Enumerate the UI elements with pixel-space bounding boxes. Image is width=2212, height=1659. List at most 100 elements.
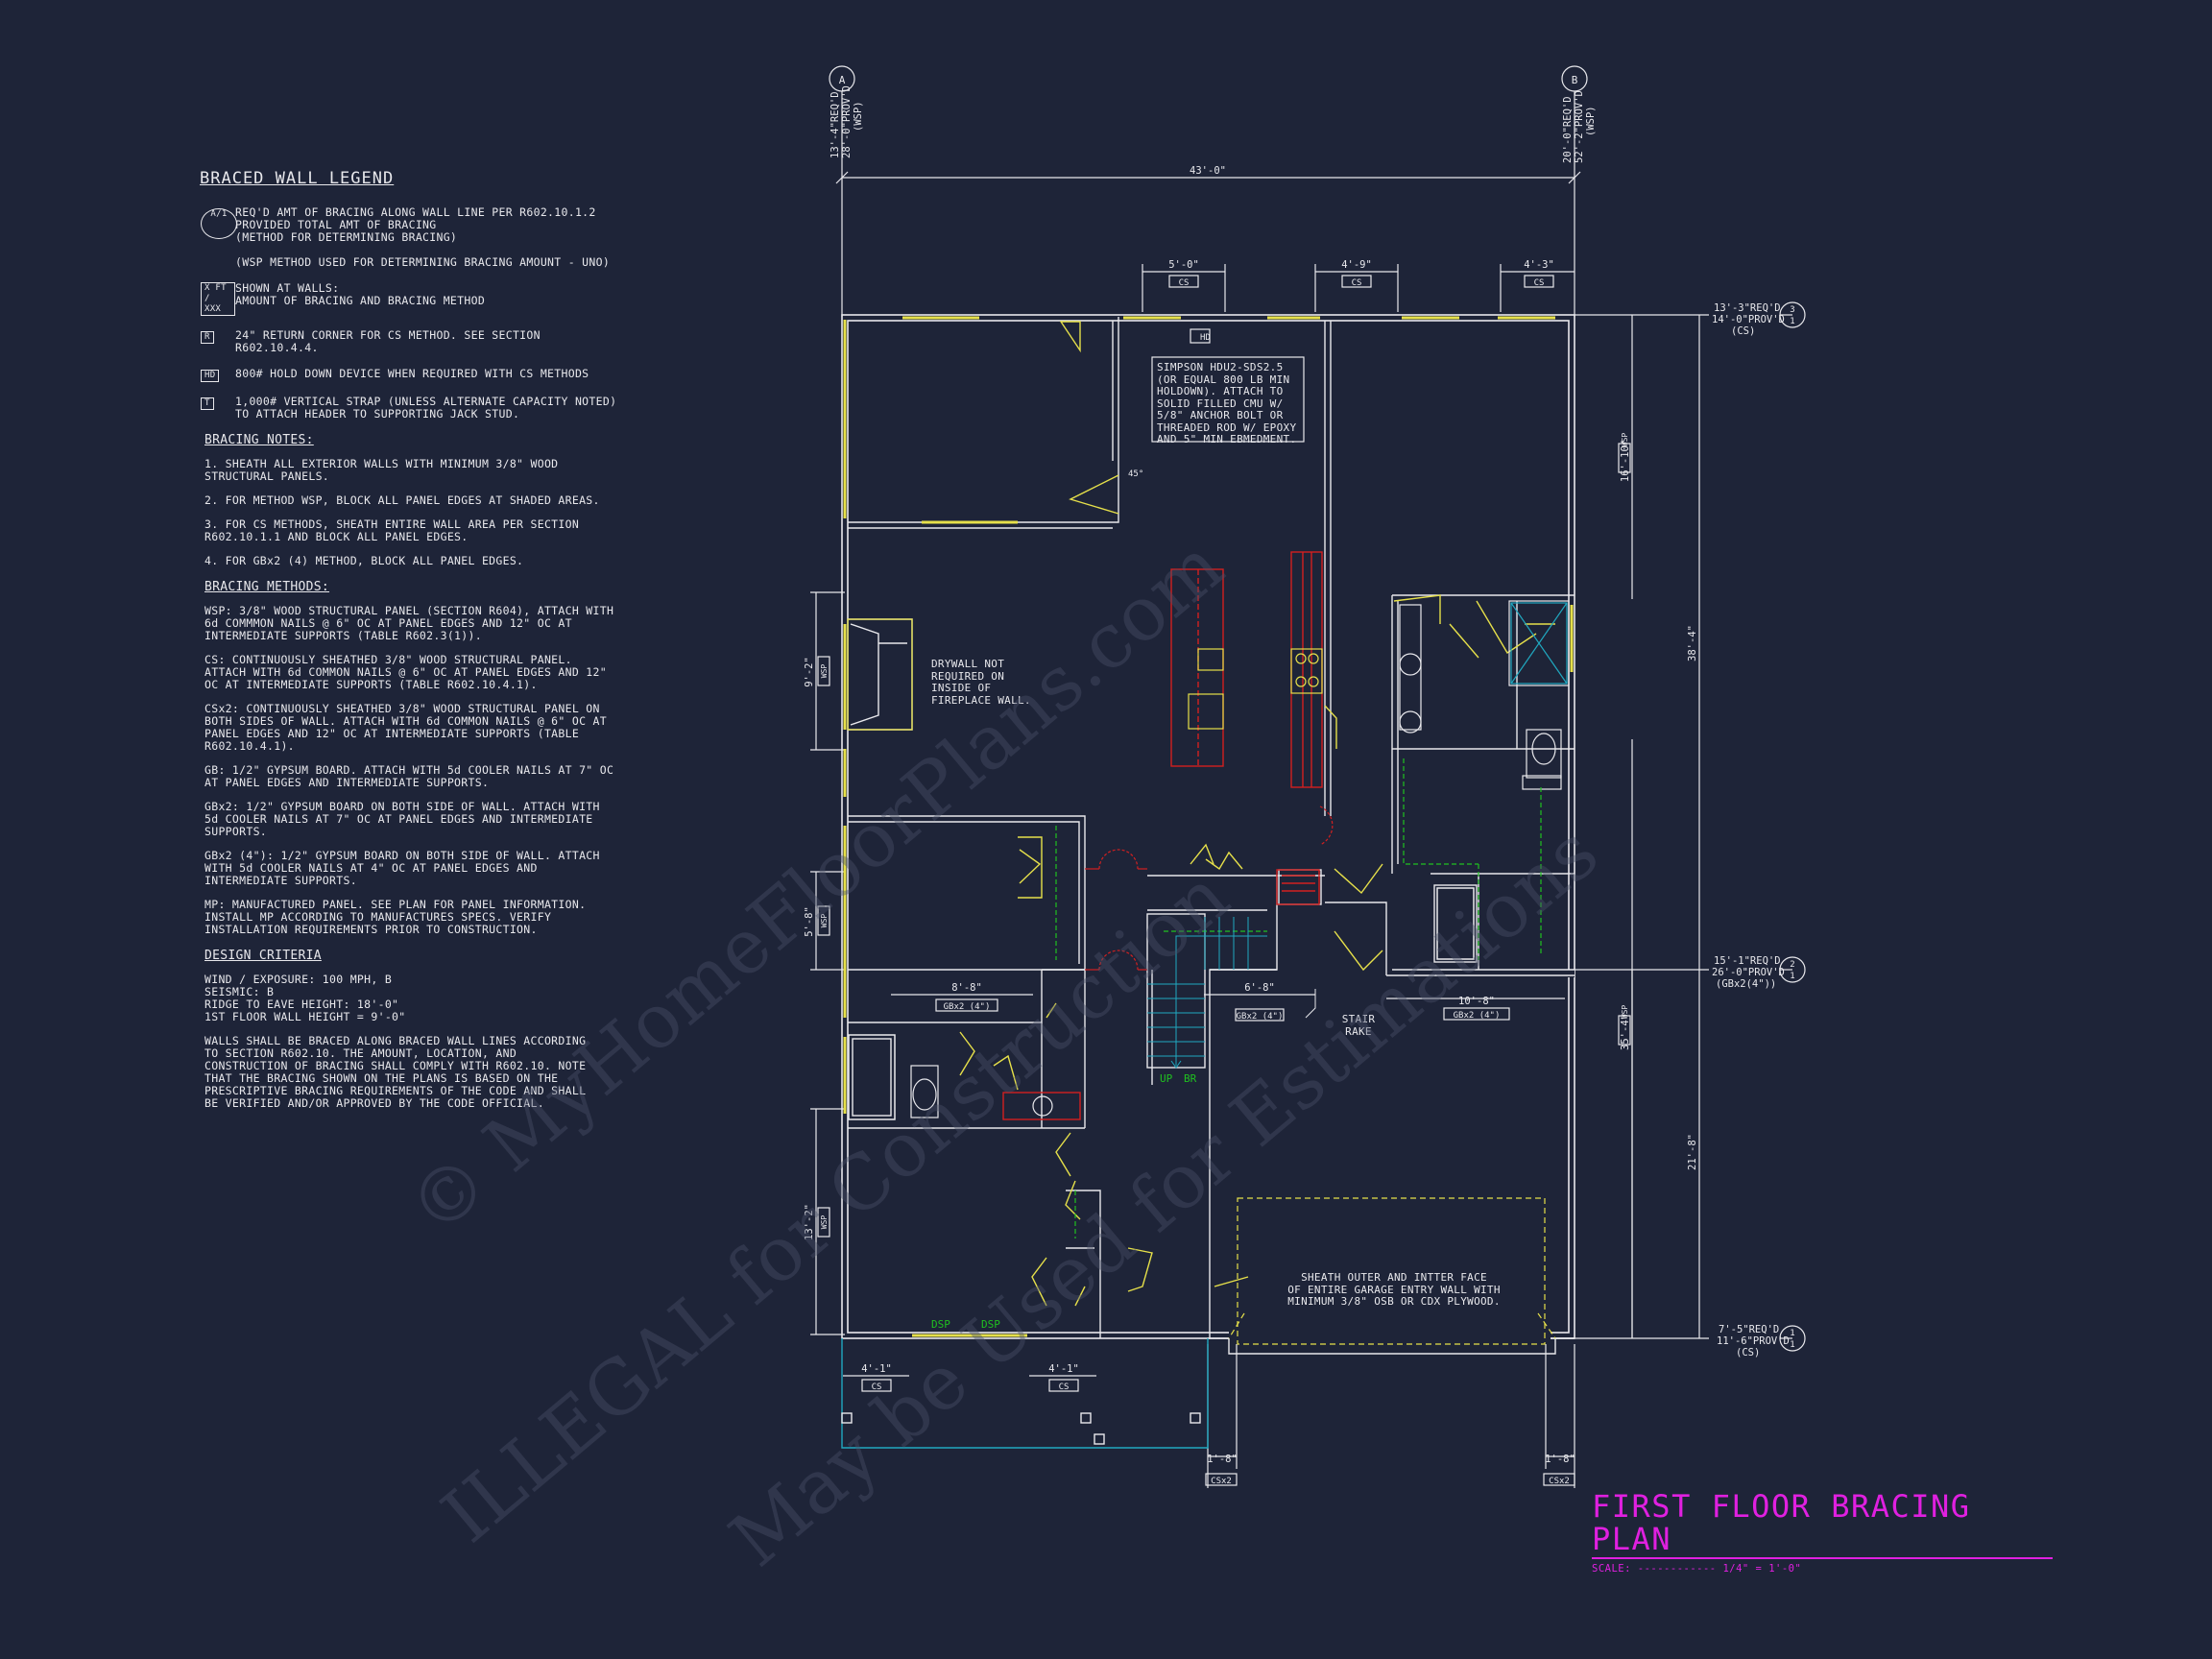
right-mid-method: WSP: [1621, 1005, 1629, 1020]
bracing-note: 4. FOR GBx2 (4) METHOD, BLOCK ALL PANEL …: [204, 554, 524, 567]
holdown-note: SIMPSON HDU2-SDS2.5 (OR EQUAL 800 LB MIN…: [1157, 361, 1297, 445]
grid-a-prov: 28'-0"PROV'D: [841, 85, 853, 158]
bracing-method: GBx2: 1/2" GYPSUM BOARD ON BOTH SIDE OF …: [204, 800, 600, 838]
right-mid-dim: 35'-4": [1620, 1014, 1631, 1050]
legend-hd-symbol: HD: [201, 370, 220, 382]
legend-item-strap: T 1,000# VERTICAL STRAP (UNLESS ALTERNAT…: [201, 396, 629, 421]
right-top-method: WSP: [1621, 433, 1629, 447]
grid-2-method: (GBx2(4")): [1716, 978, 1776, 990]
dim-tag-box: [817, 1207, 830, 1238]
grid-a-req: 13'-4"REQ'D: [830, 91, 841, 158]
legend-symbol: HD: [201, 368, 235, 382]
interior-dim-1: 8'-8": [951, 982, 982, 994]
bracing-method: GBx2 (4"): 1/2" GYPSUM BOARD ON BOTH SID…: [204, 849, 600, 887]
grid-b-method: (WSP): [1585, 106, 1597, 136]
top-dim-2: 4'-9": [1341, 259, 1372, 271]
grid-2-label: 2: [1790, 960, 1794, 970]
dim-tag-box: [1341, 275, 1372, 288]
stair-br-label: BR: [1184, 1072, 1197, 1085]
opening-ticks: [1085, 868, 1147, 971]
left-dim-1-method: WSP: [820, 664, 829, 679]
dim-tag-box: [1048, 1379, 1079, 1392]
top-dim-1: 5'-0": [1168, 259, 1199, 271]
angle-label: 45°: [1128, 469, 1143, 479]
grid-a-method: (WSP): [853, 101, 864, 132]
legend-r-symbol: R: [201, 331, 214, 344]
bracing-panels: [843, 316, 1574, 1337]
bracing-method: MP: MANUFACTURED PANEL. SEE PLAN FOR PAN…: [204, 898, 587, 936]
dim-tag-box: [1618, 1015, 1631, 1046]
left-dim-1: 9'-2": [804, 657, 815, 687]
right-overall-dim: 38'-4": [1687, 625, 1698, 661]
dsp-label-1: DSP: [931, 1318, 950, 1331]
stair-up-label: UP: [1160, 1072, 1173, 1085]
dim-tag-box: [1443, 1007, 1510, 1021]
scale-value: 1/4" = 1'-0": [1722, 1563, 1802, 1575]
garage-return-1-method: CSx2: [1211, 1477, 1232, 1486]
bracing-method: GB: 1/2" GYPSUM BOARD. ATTACH WITH 5d CO…: [204, 763, 614, 789]
legend-item-return: R 24" RETURN CORNER FOR CS METHOD. SEE S…: [201, 329, 629, 354]
dim-tag-box: [861, 1379, 892, 1392]
legend-item-wall-line: A/1 REQ'D AMT OF BRACING ALONG WALL LINE…: [201, 206, 629, 269]
stair-treads: [1147, 917, 1267, 1069]
bracing-note: 1. SHEATH ALL EXTERIOR WALLS WITH MINIMU…: [204, 457, 559, 483]
bracing-method: WSP: 3/8" WOOD STRUCTURAL PANEL (SECTION…: [204, 604, 614, 642]
grid-a-label: A: [839, 74, 846, 86]
fireplace-outline: [847, 618, 913, 731]
hd-tag: HD: [1200, 333, 1211, 343]
grid-2-req: 15'-1"REQ'D: [1714, 955, 1781, 967]
garage-note: SHEATH OUTER AND INTTER FACE OF ENTIRE G…: [1287, 1271, 1501, 1308]
garage-return-2-method: CSx2: [1549, 1477, 1570, 1486]
legend-circle-symbol: A/1: [201, 208, 237, 239]
grid-2-prov: 26'-0"PROV'D: [1712, 967, 1785, 978]
design-criteria-note: WALLS SHALL BE BRACED ALONG BRACED WALL …: [204, 1034, 587, 1110]
legend-t-symbol: T: [201, 397, 214, 410]
garage-sheathing-outline: [1228, 1197, 1556, 1345]
interior-dim-3-method: GBx2 (4"): [1454, 1011, 1501, 1021]
legend-item-holddown: HD 800# HOLD DOWN DEVICE WHEN REQUIRED W…: [201, 368, 629, 382]
right-lower-dim: 21'-8": [1687, 1134, 1698, 1170]
dim-tag-box: [1235, 1008, 1285, 1022]
legend-item-amount: X FT / XXX SHOWN AT WALLS: AMOUNT OF BRA…: [201, 282, 629, 316]
kitchen-cabinets: [1002, 551, 1323, 1120]
legend-text: 24" RETURN CORNER FOR CS METHOD. SEE SEC…: [235, 328, 541, 354]
drawing-title-block: FIRST FLOOR BRACING PLAN SCALE: --------…: [1592, 1490, 2053, 1575]
left-dim-3-method: WSP: [820, 1215, 829, 1230]
garage-return-1: 1'-8": [1207, 1454, 1238, 1465]
bottom-dim-2: 4'-1": [1048, 1363, 1079, 1375]
dim-tag-box: [1168, 275, 1199, 288]
interior-dim-2-method: GBx2 (4"): [1237, 1012, 1284, 1022]
design-criteria-line: SEISMIC: B: [204, 985, 275, 998]
legend-xxx-symbol: X FT / XXX: [201, 282, 235, 316]
legend-symbol: A/1: [201, 206, 237, 269]
braced-wall-legend: BRACED WALL LEGEND A/1 REQ'D AMT OF BRAC…: [197, 171, 629, 1121]
door-swings: [959, 321, 1555, 1307]
grid-2-sub: 1: [1790, 972, 1794, 981]
bracing-method: CS: CONTINUOUSLY SHEATHED 3/8" WOOD STRU…: [204, 653, 607, 691]
legend-symbol: R: [201, 329, 235, 354]
drawing-title: FIRST FLOOR BRACING PLAN: [1592, 1488, 1971, 1557]
bracing-note: 3. FOR CS METHODS, SHEATH ENTIRE WALL AR…: [204, 517, 580, 543]
scale-label: SCALE:: [1592, 1563, 1631, 1575]
legend-text: 1,000# VERTICAL STRAP (UNLESS ALTERNATE …: [235, 395, 617, 421]
grid-1-prov: 11'-6"PROV'D: [1717, 1335, 1790, 1347]
grid-b-label: B: [1572, 74, 1578, 86]
bracing-note: 2. FOR METHOD WSP, BLOCK ALL PANEL EDGES…: [204, 493, 600, 507]
drawing-scale: SCALE: ------------ 1/4" = 1'-0": [1592, 1563, 2053, 1575]
plan-annotations: A B 13'-4"REQ'D 28'-0"PROV'D (WSP) 20'-0…: [804, 74, 1795, 1486]
exterior-walls: [841, 314, 1575, 1339]
fireplace-note: DRYWALL NOT REQUIRED ON INSIDE OF FIREPL…: [931, 658, 1031, 707]
left-dim-2-method: WSP: [820, 914, 829, 928]
top-dim-3-method: CS: [1534, 278, 1545, 288]
interior-dim-2: 6'-8": [1244, 982, 1275, 994]
grid-3-prov: 14'-0"PROV'D: [1712, 314, 1785, 325]
legend-text: 800# HOLD DOWN DEVICE WHEN REQUIRED WITH…: [235, 367, 589, 380]
top-dim-2-method: CS: [1352, 278, 1362, 288]
grid-3-method: (CS): [1731, 325, 1755, 337]
right-top-dim: 16'-10": [1620, 440, 1631, 482]
interior-dim-3: 10'-8": [1458, 996, 1495, 1007]
bracing-notes-title: BRACING NOTES:: [204, 433, 314, 447]
dim-tag-box: [1524, 275, 1554, 288]
scale-leader: ------------: [1637, 1563, 1723, 1575]
